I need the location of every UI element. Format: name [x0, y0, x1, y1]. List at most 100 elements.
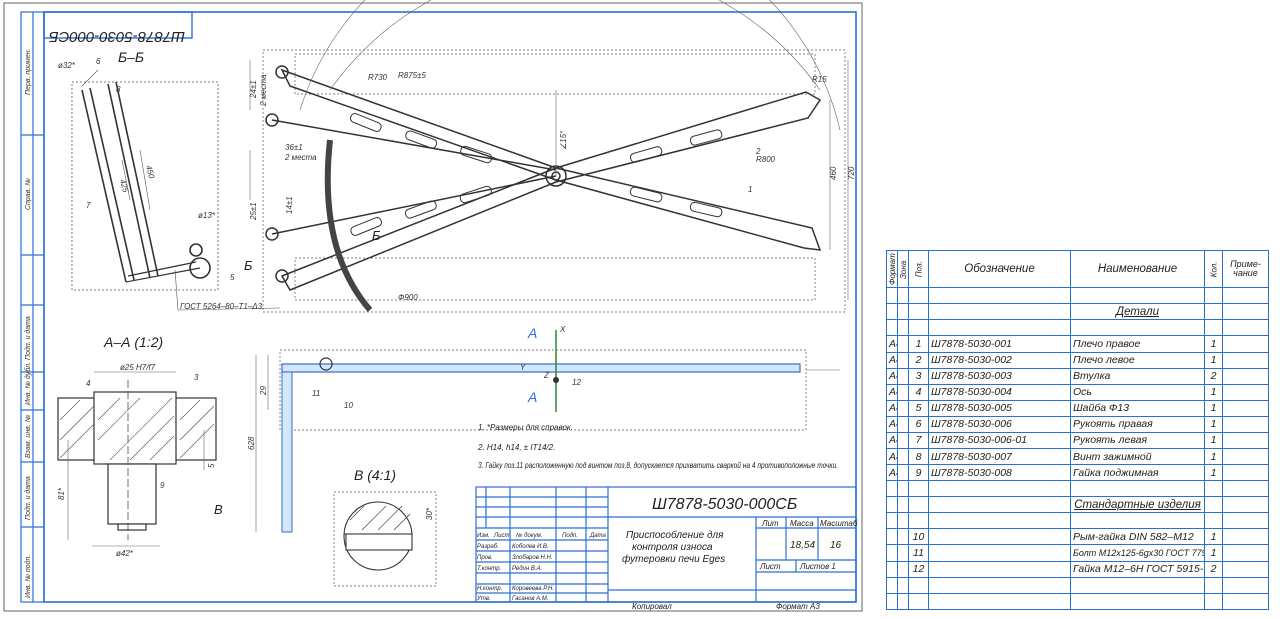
- title-format: Формат А3: [776, 602, 820, 611]
- spec-pos: 8: [908, 447, 929, 466]
- title-name-line-2: контроля износа: [632, 542, 713, 553]
- spec-head-zone: Зона: [897, 250, 909, 288]
- dim-425: 425: [118, 178, 130, 194]
- spec-blank-row: [886, 576, 1269, 594]
- spec-pos: 1: [908, 335, 929, 353]
- title-person-1: Коболев И.В.: [512, 544, 549, 550]
- section-aa-body: [57, 380, 217, 540]
- spec-name: Шайба Ф13: [1070, 399, 1205, 417]
- spec-section-parts-row: Детали: [886, 303, 1269, 321]
- dim-720: 720: [847, 166, 856, 180]
- mirrored-stamp-text: Ш7878-5030-000СБ: [49, 28, 185, 45]
- spec-head-qty: Кол.: [1204, 250, 1223, 288]
- assembly-drawing-sheet: Перв. примен. Справ. № Подп. и дата Инв.…: [3, 0, 863, 612]
- side-strip: [20, 11, 45, 603]
- spec-name: Плечо правое: [1070, 335, 1205, 353]
- main-view-dim-lines: [249, 0, 849, 300]
- spec-qty: 1: [1204, 544, 1223, 562]
- dim-r875: R875±5: [398, 71, 427, 80]
- section-aa-hatch: [59, 397, 215, 461]
- spec-name: Гайка М12–6Н ГОСТ 5915-70: [1070, 560, 1205, 578]
- spec-designation: Ш7878-5030-004: [928, 383, 1071, 401]
- spec-pos: 7: [908, 431, 929, 449]
- callout-9: 9: [160, 481, 165, 490]
- callout-5: 5: [230, 273, 235, 282]
- title-name-line-1: Приспособление для: [626, 529, 724, 541]
- title-scale-label: Масштаб: [820, 519, 858, 528]
- detail-v-body: [343, 501, 413, 571]
- spec-header-row: Формат Зона Поз. Обозначение Наименовани…: [886, 249, 1269, 289]
- spec-fmt: А4: [886, 351, 898, 369]
- dim-36: 36±1: [285, 143, 303, 152]
- title-role-1: Разраб.: [477, 544, 499, 550]
- front-view-beam: [281, 330, 801, 533]
- spec-pos: 9: [908, 464, 929, 482]
- title-person-2: Злобаров Н.Н.: [512, 555, 553, 561]
- side-label-replace-inv: Взам. инв. №: [25, 414, 32, 458]
- spec-fmt: А4: [886, 383, 898, 401]
- spec-head-format: Формат: [886, 250, 898, 288]
- spec-name: Рым-гайка DIN 582–М12: [1070, 528, 1205, 546]
- spec-designation: Ш7878-5030-006-01: [928, 431, 1071, 449]
- main-view-arms: [265, 65, 822, 312]
- front-view-frame: [279, 349, 807, 431]
- spec-section-parts: Детали: [1070, 303, 1205, 321]
- title-name-line-3: футеровки печи Eges: [622, 553, 725, 565]
- spec-qty: 1: [1204, 415, 1223, 433]
- callout-12: 12: [572, 378, 581, 387]
- title-person-5: Коровеева Р.Н.: [512, 586, 554, 592]
- spec-qty: 1: [1204, 399, 1223, 417]
- section-marker-b2: Б: [372, 228, 381, 243]
- detail-marker-v: В: [214, 502, 223, 517]
- side-label-sign-date-1: Подп. и дата: [24, 316, 32, 360]
- spec-head-name: Наименование: [1070, 249, 1205, 289]
- dim-r800: R800: [756, 155, 776, 164]
- spec-pos: 10: [908, 528, 929, 546]
- title-sheets-label: Листов 1: [799, 562, 836, 571]
- main-view-frames: [262, 49, 846, 313]
- note-2: 2. H14, h14, ± IT14/2.: [477, 443, 555, 452]
- title-head-izm: Изм.: [477, 533, 490, 539]
- dim-14: 14±1: [285, 196, 294, 214]
- spec-head-note: Приме-чание: [1222, 249, 1269, 289]
- spec-blank-row: [886, 319, 1269, 337]
- title-lit-label: Лит: [761, 519, 779, 528]
- spec-qty: 1: [1204, 528, 1223, 546]
- spec-name: Гайка поджимная: [1070, 464, 1205, 482]
- dim-d25-h7: ø25 H7/f7: [120, 363, 156, 372]
- gost-weld: ГОСТ 5264–80–Т1–Δ3: [180, 302, 263, 311]
- dim-628: 628: [247, 436, 256, 450]
- dim-460: 460: [829, 166, 838, 180]
- side-label-first-use: Перв. примен.: [25, 48, 32, 95]
- mirrored-stamp-box: [43, 11, 193, 39]
- spec-name: Болт М12х125-6gх30 ГОСТ 7798-70: [1070, 544, 1205, 562]
- spec-name: Ось: [1070, 383, 1205, 401]
- spec-qty: 1: [1204, 351, 1223, 369]
- sheet-outer-border: [3, 2, 863, 612]
- spec-name: Рукоять левая: [1070, 431, 1205, 449]
- spec-qty: 2: [1204, 367, 1223, 385]
- side-label-orig-inv: Инв. № подп.: [24, 555, 32, 598]
- dim-29: 29: [259, 386, 268, 396]
- spec-section-std: Стандартные изделия: [1070, 496, 1205, 514]
- side-label-sign-date-2: Подп. и дата: [24, 476, 32, 520]
- spec-fmt: А4: [886, 335, 898, 353]
- callout-6: 6: [96, 57, 101, 66]
- dim-r730: R730: [368, 73, 388, 82]
- spec-qty: 1: [1204, 431, 1223, 449]
- title-mass-label: Масса: [790, 519, 814, 528]
- axis-z: Z: [543, 371, 550, 380]
- sheet-inner-frame: [43, 11, 857, 603]
- spec-name: Винт зажимной: [1070, 447, 1205, 466]
- section-marker-a-bottom: А: [527, 389, 537, 405]
- dim-d32: ø32*: [58, 61, 76, 70]
- callout-11: 11: [312, 389, 320, 398]
- spec-pos: 4: [908, 383, 929, 401]
- note-2-mesta-2: 2 места: [284, 153, 317, 162]
- main-view-slots: [349, 113, 723, 236]
- dim-25-b: 25±1: [249, 202, 258, 221]
- spec-pos: 2: [908, 351, 929, 369]
